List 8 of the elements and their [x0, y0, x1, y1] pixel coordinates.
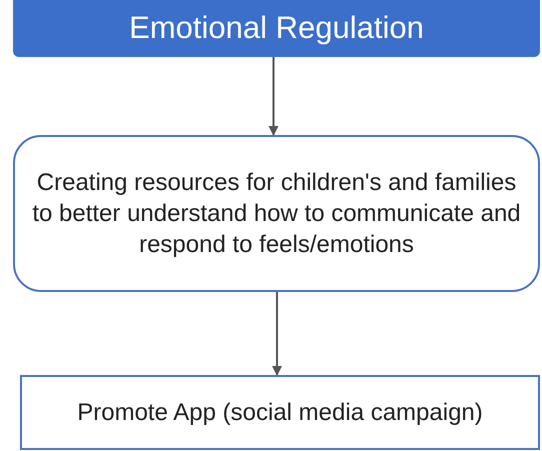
title-box — [13, 0, 540, 57]
process-box — [20, 375, 540, 450]
process-box — [13, 135, 540, 292]
node-text: Creating resources for children's and families to better understand how to communicate and respond to feels/emotions — [31, 168, 522, 260]
arrow — [272, 292, 282, 376]
node-text: Promote App (social media campaign) — [77, 398, 483, 428]
node-text: Emotional Regulation — [129, 9, 424, 48]
arrow — [268, 57, 278, 136]
